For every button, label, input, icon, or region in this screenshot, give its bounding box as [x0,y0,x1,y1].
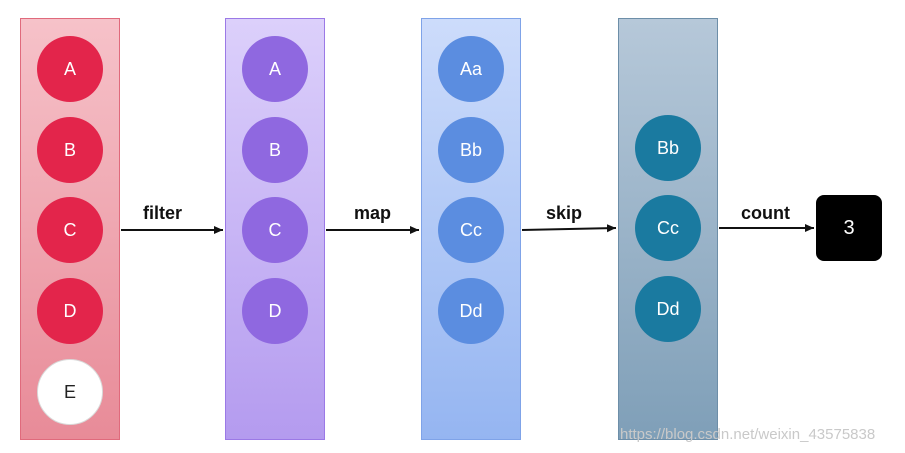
stream-element: B [37,117,103,183]
watermark-text: https://blog.csdn.net/weixin_43575838 [620,426,876,443]
skip-label: skip [546,203,583,223]
stream-element: Cc [635,195,701,261]
stream-element: A [242,36,308,102]
stream-element: Bb [438,117,504,183]
skip-arrow [521,224,617,233]
count-result-box: 3 [816,195,882,261]
stream-element: C [37,197,103,263]
stream-element: D [242,278,308,344]
source-stream-column: A B C D E [20,18,120,440]
filtered-out-element: E [37,359,103,425]
filter-label: filter [143,203,183,223]
mapped-stream-column: Aa Bb Cc Dd [421,18,521,440]
stream-element: Bb [635,115,701,181]
map-label: map [354,203,392,223]
stream-element: Cc [438,197,504,263]
count-label: count [741,203,790,223]
stream-element: Aa [438,36,504,102]
stream-element: D [37,278,103,344]
stream-element: C [242,197,308,263]
filtered-stream-column: A B C D [225,18,325,440]
skipped-stream-column: Bb Cc Dd [618,18,718,440]
stream-element: Dd [635,276,701,342]
stream-element: B [242,117,308,183]
stream-element: A [37,36,103,102]
stream-element: Dd [438,278,504,344]
